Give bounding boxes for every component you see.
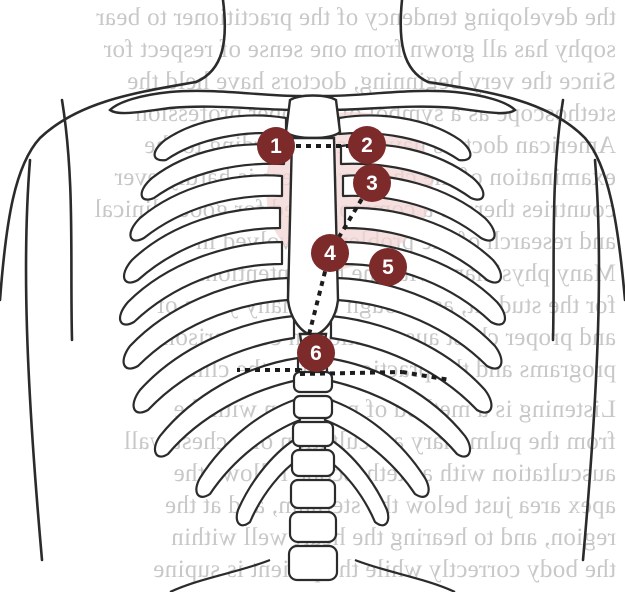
arm-inner-right bbox=[583, 160, 599, 560]
torso-side-left bbox=[62, 100, 72, 340]
marker-6[interactable]: 6 bbox=[297, 334, 335, 372]
marker-5[interactable]: 5 bbox=[369, 248, 407, 286]
clavicle-right bbox=[325, 91, 515, 113]
vertebra bbox=[289, 546, 337, 580]
ribs-left bbox=[120, 116, 300, 526]
marker-1[interactable]: 1 bbox=[257, 127, 295, 165]
pelvis-left bbox=[170, 560, 270, 592]
torso-side-right bbox=[553, 100, 563, 340]
neck-right bbox=[401, 0, 428, 82]
marker-3-label: 3 bbox=[366, 172, 378, 195]
neck-left bbox=[196, 0, 225, 82]
vertebra bbox=[293, 422, 333, 446]
marker-5-label: 5 bbox=[382, 256, 394, 279]
vertebra bbox=[290, 512, 336, 542]
marker-6-label: 6 bbox=[310, 342, 322, 365]
arm-inner-left bbox=[26, 160, 42, 560]
marker-3[interactable]: 3 bbox=[353, 164, 391, 202]
manubrium bbox=[286, 96, 340, 139]
marker-1-label: 1 bbox=[270, 135, 282, 158]
vertebra bbox=[294, 396, 332, 418]
marker-4-label: 4 bbox=[324, 242, 336, 265]
shoulder-right bbox=[428, 82, 625, 300]
vertebra bbox=[292, 450, 334, 476]
vertebra bbox=[291, 480, 335, 508]
marker-2[interactable]: 2 bbox=[348, 126, 386, 164]
pelvis-right bbox=[355, 560, 455, 592]
marker-2-label: 2 bbox=[361, 134, 373, 157]
marker-4[interactable]: 4 bbox=[311, 234, 349, 272]
